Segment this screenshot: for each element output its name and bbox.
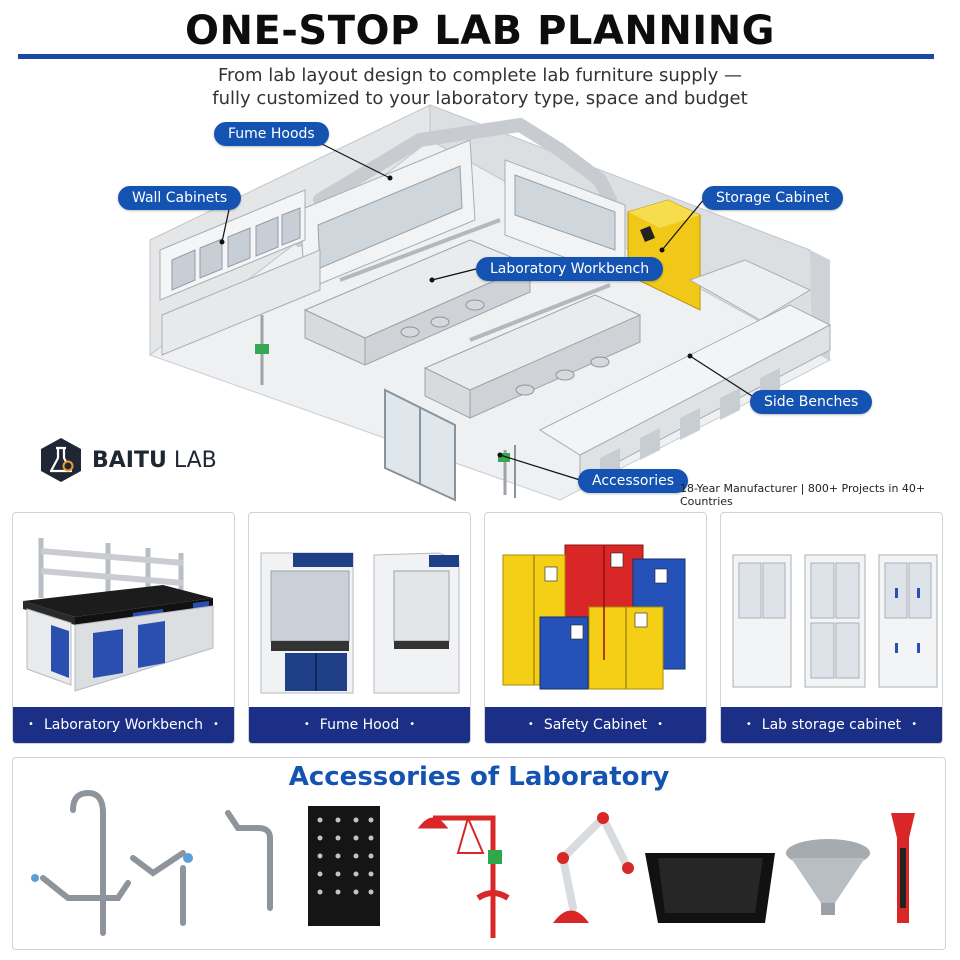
product-label-text: Laboratory Workbench bbox=[43, 717, 204, 733]
product-label: • Safety Cabinet • bbox=[485, 707, 706, 743]
product-label-text: Fume Hood bbox=[319, 717, 400, 733]
title-divider bbox=[18, 54, 934, 59]
funnel-drain-icon bbox=[786, 839, 870, 915]
bullet-right: • bbox=[409, 719, 416, 730]
brand-name: BAITU LAB bbox=[92, 448, 217, 473]
lab-layout-illustration bbox=[0, 100, 960, 505]
company-tagline: 18-Year Manufacturer | 800+ Projects in … bbox=[680, 482, 926, 508]
product-label-text: Lab storage cabinet bbox=[761, 717, 902, 733]
product-card-workbench[interactable]: • Laboratory Workbench • bbox=[12, 512, 235, 744]
bullet-right: • bbox=[911, 719, 918, 730]
brand-name-light: LAB bbox=[166, 447, 217, 473]
eyewash-icon bbox=[891, 813, 915, 923]
fume-hood-illustration bbox=[260, 552, 460, 694]
product-card-safety-cabinet[interactable]: • Safety Cabinet • bbox=[484, 512, 707, 744]
subtitle-line-1: From lab layout design to complete lab f… bbox=[217, 65, 743, 86]
callout-laboratory-workbench: Laboratory Workbench bbox=[476, 257, 664, 281]
accessories-panel: Accessories of Laboratory bbox=[12, 757, 946, 950]
product-label-text: Safety Cabinet bbox=[543, 717, 648, 733]
callout-side-benches: Side Benches bbox=[750, 390, 873, 414]
storage-cabinet-illustration bbox=[732, 554, 938, 688]
pegboard-icon bbox=[308, 806, 380, 926]
callout-fume-hoods: Fume Hoods bbox=[214, 122, 329, 146]
bullet-right: • bbox=[213, 719, 219, 730]
product-card-fume-hood[interactable]: • Fume Hood • bbox=[248, 512, 471, 744]
product-card-storage-cabinet[interactable]: • Lab storage cabinet • bbox=[720, 512, 943, 744]
gooseneck-tap-icon bbox=[225, 810, 273, 911]
bullet-left: • bbox=[28, 719, 34, 730]
flask-logo-icon bbox=[41, 438, 81, 482]
product-cards: • Laboratory Workbench • • Fume Hood • bbox=[12, 512, 948, 744]
product-label: • Laboratory Workbench • bbox=[13, 707, 234, 743]
bullet-left: • bbox=[745, 719, 752, 730]
bullet-left: • bbox=[303, 719, 310, 730]
cross-fitting-icon bbox=[130, 850, 193, 926]
workbench-illustration bbox=[23, 538, 214, 692]
fume-extraction-arm-icon bbox=[553, 811, 634, 923]
lab-faucet-icon bbox=[31, 789, 131, 936]
emergency-shower-icon bbox=[417, 815, 510, 938]
page-subtitle: From lab layout design to complete lab f… bbox=[0, 64, 960, 110]
brand-logo: BAITU LAB bbox=[38, 436, 217, 484]
brand-name-bold: BAITU bbox=[92, 447, 167, 473]
product-label: • Fume Hood • bbox=[249, 707, 470, 743]
accessories-row bbox=[31, 789, 915, 938]
callout-wall-cabinets: Wall Cabinets bbox=[118, 186, 242, 210]
subtitle-line-2: fully customized to your laboratory type… bbox=[212, 88, 748, 109]
product-label: • Lab storage cabinet • bbox=[721, 707, 942, 743]
safety-cabinet-illustration bbox=[502, 544, 686, 690]
page-title: ONE-STOP LAB PLANNING bbox=[184, 8, 775, 54]
accessories-title: Accessories of Laboratory bbox=[288, 762, 670, 792]
callout-accessories: Accessories bbox=[578, 469, 689, 493]
bullet-left: • bbox=[527, 719, 534, 730]
bullet-right: • bbox=[657, 719, 664, 730]
callout-storage-cabinet: Storage Cabinet bbox=[702, 186, 844, 210]
sink-icon bbox=[645, 853, 775, 923]
lab-floorplan-drawing bbox=[148, 104, 832, 502]
